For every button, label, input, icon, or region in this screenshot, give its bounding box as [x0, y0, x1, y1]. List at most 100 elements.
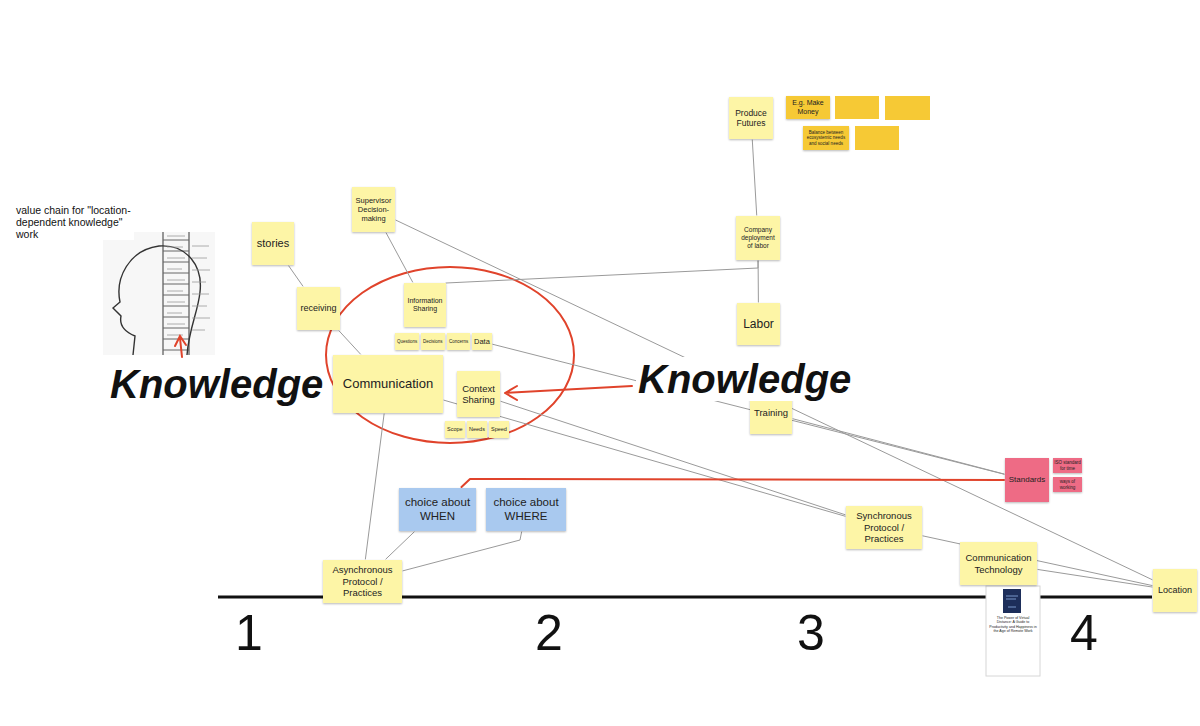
- note-text: Communication Technology: [963, 552, 1034, 575]
- sticky-note: Produce Futures: [729, 97, 773, 139]
- scribble-lines: [167, 236, 210, 335]
- note-text: Questions: [397, 339, 417, 344]
- sticky-note: receiving: [297, 287, 340, 330]
- note-text: Balance between ecosystemic needs and so…: [804, 130, 848, 146]
- note-text: Training: [753, 407, 789, 418]
- connector-line: [446, 261, 758, 283]
- connector-line: [752, 140, 756, 215]
- note-text: receiving: [300, 303, 337, 314]
- note-text: Speed: [491, 426, 507, 433]
- connector-line: [365, 414, 384, 559]
- sticky-note: Location: [1153, 569, 1197, 612]
- sticky-note: Synchronous Protocol / Practices: [846, 506, 922, 549]
- connector-path: [793, 419, 1004, 474]
- tag-note: Decisions: [421, 333, 445, 350]
- connector-line: [493, 344, 1004, 474]
- tag-note: Needs: [467, 421, 487, 438]
- book-thumbnail: The Power of Virtual Distance: A Guide t…: [987, 587, 1039, 675]
- blank-note: [855, 126, 899, 150]
- tag-note: Speed: [489, 421, 509, 438]
- ladder-rail: [162, 232, 163, 355]
- connector-line: [462, 479, 1005, 487]
- connector-path: [752, 140, 756, 215]
- tag-note: Scope: [445, 421, 465, 438]
- connector-path: [403, 532, 522, 571]
- note-text: Context Sharing: [460, 383, 497, 406]
- axis-number: 3: [795, 606, 827, 661]
- connector-line: [923, 536, 1152, 586]
- connector-line: [386, 233, 412, 282]
- connector-path: [396, 220, 1152, 579]
- handwritten-label: Knowledge: [108, 362, 325, 406]
- sticky-note: Supervisor Decision-making: [352, 187, 395, 232]
- connector-path: [339, 331, 360, 354]
- note-text: Synchronous Protocol / Practices: [849, 510, 919, 544]
- sticky-note: choice about WHERE: [486, 488, 566, 531]
- note-text: The Power of Virtual Distance: A Guide t…: [989, 616, 1037, 633]
- note-text: Location: [1156, 585, 1194, 596]
- note-text: choice about WHEN: [402, 496, 473, 524]
- annotation-text: value chain for "location-dependent know…: [16, 204, 134, 240]
- note-text: Decisions: [423, 339, 443, 344]
- sticky-note: Communication Technology: [960, 542, 1037, 585]
- connector-line: [403, 532, 522, 571]
- sticky-note: Communication: [333, 355, 443, 413]
- connector-path: [386, 233, 412, 282]
- axis-number: 2: [533, 606, 565, 661]
- ladder-rungs: [163, 240, 189, 350]
- connector-path: [462, 479, 1005, 487]
- connector-line: [386, 532, 414, 559]
- sticky-note: choice about WHEN: [399, 488, 476, 531]
- note-text: Supervisor Decision-making: [355, 196, 392, 223]
- connector-line: [1038, 570, 1152, 588]
- note-text: Company deployment of labor: [739, 226, 777, 249]
- sticky-note: Asynchronous Protocol / Practices: [323, 560, 402, 603]
- note-text: Concerns: [449, 339, 468, 344]
- sticky-note: ISO standard for time: [1053, 458, 1082, 473]
- note-text: Labor: [740, 317, 777, 331]
- sticky-note: Information Sharing: [404, 283, 446, 327]
- illustration-ground: [103, 232, 215, 355]
- tag-note: Data: [472, 333, 492, 350]
- note-text: Needs: [469, 426, 485, 433]
- note-text: Asynchronous Protocol / Practices: [326, 564, 399, 598]
- note-text: ways of working: [1054, 479, 1081, 490]
- axis-number: 1: [233, 606, 265, 661]
- note-text: Standards: [1008, 475, 1046, 485]
- sticky-note: Balance between ecosystemic needs and so…: [803, 126, 849, 150]
- connector-line: [339, 331, 360, 354]
- handwritten-label: Knowledge: [636, 357, 853, 401]
- connector-path: [446, 261, 758, 283]
- book-card: [986, 586, 1040, 676]
- note-text: E.g. Make Money: [789, 99, 827, 116]
- connector-path: [493, 344, 1004, 474]
- connector-line: [396, 220, 1152, 579]
- sticky-note: Company deployment of labor: [736, 216, 780, 260]
- connector-path: [365, 414, 384, 559]
- connector-line: [793, 419, 1004, 474]
- axis-number: 4: [1068, 606, 1100, 661]
- note-text: ISO standard for time: [1054, 460, 1081, 471]
- note-text: stories: [255, 237, 291, 250]
- red-arrow: [505, 386, 632, 400]
- note-text: choice about WHERE: [489, 496, 563, 524]
- note-text: Communication: [336, 376, 440, 392]
- blank-note: [885, 96, 930, 120]
- note-text: Information Sharing: [407, 297, 443, 314]
- connector-path: [289, 266, 303, 286]
- note-text: Scope: [447, 426, 463, 433]
- connector-line: [289, 266, 303, 286]
- sticky-note: ways of working: [1053, 477, 1082, 492]
- tag-note: Questions: [395, 333, 419, 350]
- sticky-note: stories: [252, 222, 294, 265]
- connector-path: [923, 536, 1152, 586]
- book-cover: [1003, 589, 1021, 613]
- sticky-note: Standards: [1005, 458, 1049, 502]
- book-cover-lines: [1006, 596, 1018, 607]
- note-text: Produce Futures: [732, 108, 770, 128]
- note-text: Data: [474, 337, 490, 346]
- sticky-note: E.g. Make Money: [786, 96, 830, 119]
- head-illustration: [103, 232, 215, 355]
- sticky-note: Context Sharing: [457, 371, 500, 417]
